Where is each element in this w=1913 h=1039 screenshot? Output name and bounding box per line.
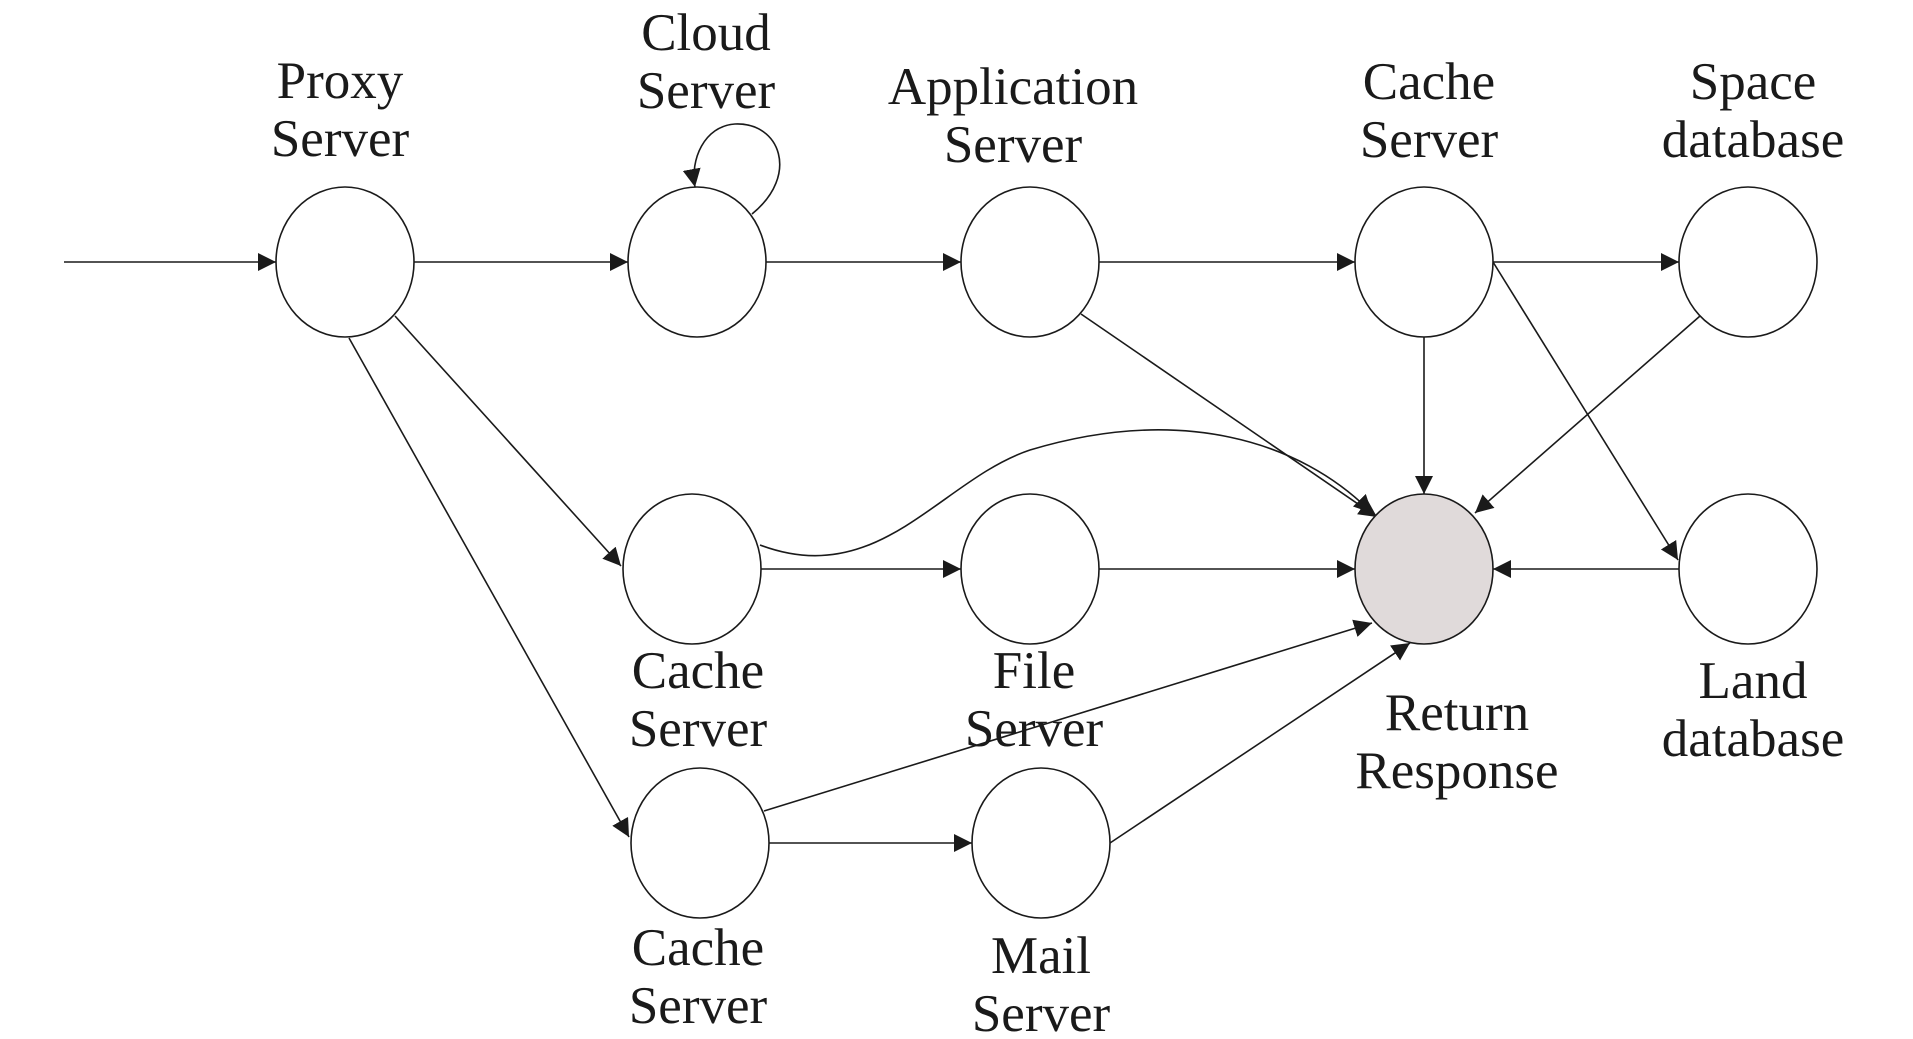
nodes-layer xyxy=(275,186,1818,919)
node-cache-top xyxy=(1354,186,1494,338)
edge-cache-top-to-land xyxy=(1492,261,1679,561)
node-land xyxy=(1678,493,1818,645)
node-label-line: database xyxy=(1662,710,1844,768)
node-label-line: Return xyxy=(1385,684,1529,742)
node-label-line: Proxy xyxy=(277,52,404,110)
node-file xyxy=(960,493,1100,645)
edge-cloud-to-cloud xyxy=(682,123,781,215)
node-label-line: Server xyxy=(271,110,410,168)
node-mail xyxy=(971,767,1111,919)
node-label-line: Cache xyxy=(632,919,764,977)
node-cloud xyxy=(627,186,767,338)
node-label-line: Server xyxy=(972,985,1111,1039)
node-app xyxy=(960,186,1100,338)
node-cache-bot xyxy=(630,767,770,919)
node-label-line: Cache xyxy=(632,642,764,700)
node-label-line: Cache xyxy=(1363,53,1495,111)
node-label-line: Server xyxy=(629,700,768,758)
node-label-line: Server xyxy=(944,116,1083,174)
node-label-line: Mail xyxy=(991,927,1091,985)
node-label-line: Server xyxy=(637,62,776,120)
node-return xyxy=(1354,493,1494,645)
node-label-line: Server xyxy=(1360,111,1499,169)
node-label-line: Server xyxy=(629,977,768,1035)
node-label-line: database xyxy=(1662,111,1844,169)
node-label-line: Space xyxy=(1690,53,1817,111)
node-label-line: Server xyxy=(965,700,1104,758)
node-label-line: Application xyxy=(888,58,1138,116)
edges-layer xyxy=(64,123,1701,852)
edge-mail-to-return xyxy=(1109,642,1411,844)
edge-cache-mid-to-return xyxy=(759,429,1373,557)
edge-proxy-to-cache-bot xyxy=(348,337,630,838)
node-label-line: Response xyxy=(1355,742,1558,800)
node-cache-mid xyxy=(622,493,762,645)
node-label-line: Cloud xyxy=(641,4,771,62)
node-label-line: File xyxy=(993,642,1075,700)
edge-app-to-return xyxy=(1080,313,1378,518)
edge-cache-bot-to-return xyxy=(763,619,1373,812)
node-proxy xyxy=(275,186,415,338)
node-space xyxy=(1678,186,1818,338)
edge-proxy-to-cache-mid xyxy=(394,315,622,567)
node-label-line: Land xyxy=(1699,652,1808,710)
edge-space-to-return xyxy=(1474,315,1701,514)
